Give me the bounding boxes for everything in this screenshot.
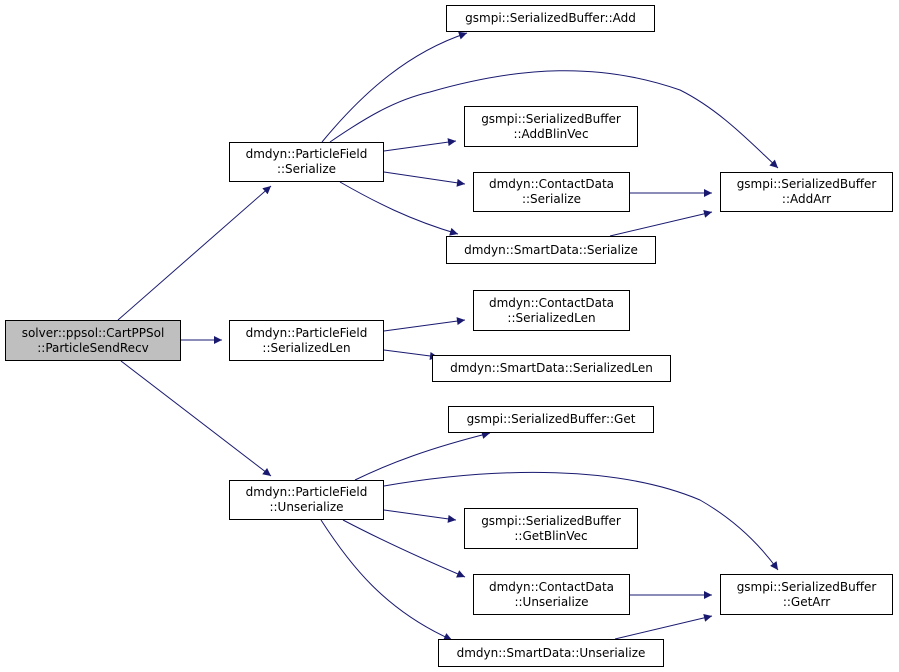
node-label-line1: dmdyn::SmartData::Serialize	[464, 242, 638, 257]
edge-pf-serialize-to-sb-add	[321, 31, 468, 143]
node-particlefield-serializedlen[interactable]: dmdyn::ParticleField ::SerializedLen	[229, 320, 384, 361]
node-label-line1: gsmpi::SerializedBuffer::Add	[465, 11, 636, 25]
node-label-line2: ::GetArr	[782, 594, 831, 609]
node-serializedbuffer-get[interactable]: gsmpi::SerializedBuffer::Get	[448, 406, 654, 433]
node-contactdata-unserialize[interactable]: dmdyn::ContactData ::Unserialize	[473, 574, 630, 615]
node-label-line2: ::SerializedLen	[262, 340, 351, 355]
node-serializedbuffer-getarr[interactable]: gsmpi::SerializedBuffer ::GetArr	[720, 574, 893, 615]
edge-sd-unserialize-to-sb-getarr	[614, 613, 713, 640]
node-label-line2: ::SerializedLen	[507, 310, 596, 325]
node-contactdata-serialize[interactable]: dmdyn::ContactData ::Serialize	[473, 172, 630, 212]
edge-pf-unserialize-to-sd-unserialize	[320, 519, 453, 641]
edge-pf-unserialize-to-sb-get	[354, 431, 491, 481]
node-smartdata-serializedlen[interactable]: dmdyn::SmartData::SerializedLen	[432, 355, 671, 382]
node-label-line1: dmdyn::SmartData::SerializedLen	[450, 361, 653, 375]
edge-root-to-pf-serialize	[117, 185, 272, 321]
node-particlefield-unserialize[interactable]: dmdyn::ParticleField ::Unserialize	[229, 480, 384, 520]
node-label-line2: ::Unserialize	[269, 500, 344, 514]
edge-pf-unserialize-to-sb-getblinvec	[383, 509, 457, 523]
node-label-line1: gsmpi::SerializedBuffer::Get	[466, 412, 636, 426]
edge-pf-serialize-to-cd-serialize	[383, 171, 466, 187]
node-cartppsol-particlesendrecv[interactable]: solver::ppsol::CartPPSol ::ParticleSendR…	[5, 320, 181, 361]
node-label-line2: ::GetBlinVec	[514, 528, 588, 543]
node-label-line1: dmdyn::ParticleField	[245, 485, 368, 499]
edge-pf-unserialize-to-sb-getarr	[383, 471, 779, 571]
node-label-line1: dmdyn::SmartData::Unserialize	[456, 645, 646, 660]
node-label-line1: gsmpi::SerializedBuffer	[736, 579, 877, 594]
node-serializedbuffer-add[interactable]: gsmpi::SerializedBuffer::Add	[446, 5, 655, 32]
edge-pf-serialize-to-sb-addblinvec	[383, 138, 457, 152]
node-smartdata-unserialize[interactable]: dmdyn::SmartData::Unserialize	[438, 639, 664, 667]
node-smartdata-serialize[interactable]: dmdyn::SmartData::Serialize	[446, 236, 656, 264]
node-label-line1: gsmpi::SerializedBuffer	[481, 513, 621, 528]
edge-pf-serializedlen-to-cd-serializedlen	[383, 317, 466, 332]
node-label-line1: gsmpi::SerializedBuffer	[481, 111, 621, 126]
node-label-line1: gsmpi::SerializedBuffer	[736, 177, 877, 191]
edge-pf-serializedlen-to-sd-serializedlen	[383, 349, 439, 360]
node-label-line2: ::Unserialize	[514, 594, 589, 609]
node-label-line2: ::Serialize	[521, 192, 582, 206]
node-label-line2: ::Serialize	[276, 162, 337, 176]
node-label-line1: solver::ppsol::CartPPSol	[21, 325, 165, 340]
edge-root-to-pf-unserialize	[120, 360, 272, 477]
edge-pf-serialize-to-sd-serialize	[339, 181, 459, 236]
node-serializedbuffer-addblinvec[interactable]: gsmpi::SerializedBuffer ::AddBlinVec	[464, 106, 638, 147]
node-label-line1: dmdyn::ContactData	[488, 579, 615, 594]
node-label-line1: dmdyn::ParticleField	[245, 325, 368, 340]
node-label-line1: dmdyn::ContactData	[488, 295, 615, 310]
node-label-line2: ::AddBlinVec	[513, 126, 589, 141]
node-label-line1: dmdyn::ContactData	[488, 177, 615, 191]
node-serializedbuffer-addarr[interactable]: gsmpi::SerializedBuffer ::AddArr	[720, 172, 893, 212]
node-contactdata-serializedlen[interactable]: dmdyn::ContactData ::SerializedLen	[473, 290, 630, 331]
node-label-line1: dmdyn::ParticleField	[245, 147, 368, 161]
node-serializedbuffer-getblinvec[interactable]: gsmpi::SerializedBuffer ::GetBlinVec	[464, 508, 638, 549]
node-label-line2: ::AddArr	[781, 192, 832, 206]
edge-pf-serialize-to-sb-addarr	[329, 70, 779, 169]
edge-pf-unserialize-to-cd-unserialize	[342, 519, 466, 578]
node-label-line2: ::ParticleSendRecv	[37, 340, 149, 355]
node-particlefield-serialize[interactable]: dmdyn::ParticleField ::Serialize	[229, 142, 384, 182]
edge-sd-serialize-to-sb-addarr	[609, 209, 713, 237]
